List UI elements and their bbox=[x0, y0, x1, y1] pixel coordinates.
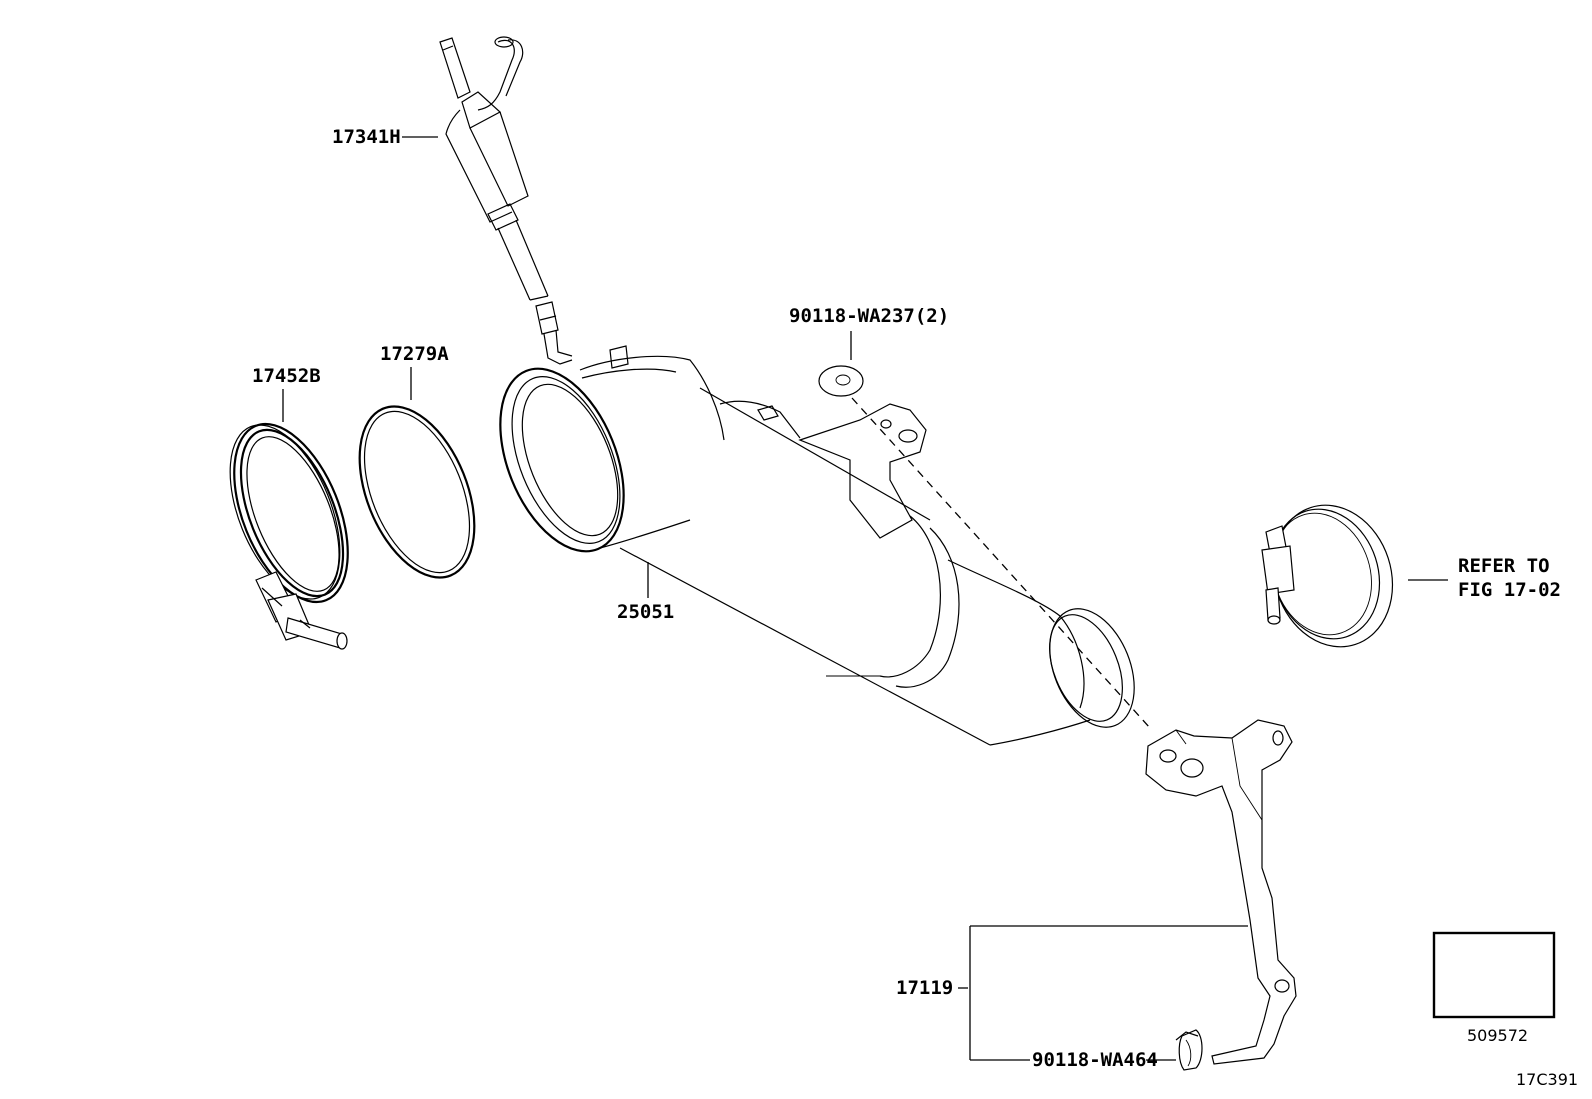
svg-text:17279A: 17279A bbox=[380, 343, 449, 365]
figure-code: 17C391 bbox=[1516, 1070, 1578, 1089]
part-17279a-gasket[interactable] bbox=[337, 390, 497, 594]
reference-box: 509572 bbox=[1432, 931, 1556, 1045]
label-17279a: 17279A bbox=[380, 343, 449, 400]
svg-text:17119: 17119 bbox=[896, 977, 953, 999]
svg-text:25051: 25051 bbox=[617, 601, 674, 623]
part-90118-wa464-clip[interactable] bbox=[1175, 1029, 1203, 1071]
label-17119: 17119 bbox=[896, 925, 1248, 1060]
label-17341h: 17341H bbox=[332, 126, 438, 148]
svg-text:17C391: 17C391 bbox=[1516, 1070, 1578, 1089]
label-17452b: 17452B bbox=[252, 365, 321, 422]
part-17341h-hose[interactable] bbox=[439, 36, 573, 365]
part-refer-clamp[interactable] bbox=[1256, 490, 1411, 663]
label-90118-wa237: 90118-WA237(2) bbox=[789, 305, 949, 360]
part-17452b-clamp[interactable] bbox=[208, 408, 371, 650]
label-25051: 25051 bbox=[617, 562, 674, 623]
part-17119-bracket[interactable] bbox=[1145, 719, 1297, 1065]
svg-text:509572: 509572 bbox=[1467, 1026, 1528, 1045]
svg-text:17452B: 17452B bbox=[252, 365, 321, 387]
svg-text:90118-WA237(2): 90118-WA237(2) bbox=[789, 305, 949, 327]
label-90118-wa464: 90118-WA464 bbox=[970, 1049, 1176, 1071]
part-25051-converter[interactable] bbox=[476, 345, 1150, 746]
part-90118-wa237-bolt[interactable] bbox=[818, 365, 1151, 729]
svg-text:FIG 17-02: FIG 17-02 bbox=[1458, 579, 1561, 601]
svg-text:17341H: 17341H bbox=[332, 126, 401, 148]
label-refer-fig: REFER TO FIG 17-02 bbox=[1408, 555, 1561, 601]
svg-text:REFER TO: REFER TO bbox=[1458, 555, 1550, 577]
svg-text:90118-WA464: 90118-WA464 bbox=[1032, 1049, 1158, 1071]
